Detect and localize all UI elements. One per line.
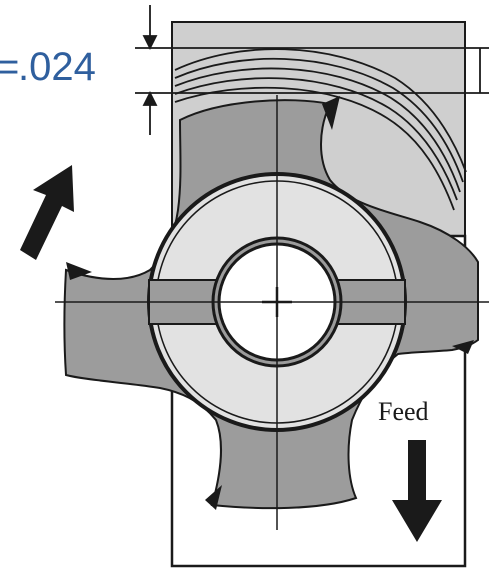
tooth-tip-top	[322, 96, 340, 130]
tooth-tip-bottom	[205, 485, 222, 510]
arrow-down-icon	[392, 440, 442, 542]
depth-dimension	[135, 5, 489, 135]
tooth-tip-right	[452, 340, 474, 354]
dimension-value: .024	[18, 45, 96, 89]
feed-label: Feed	[378, 397, 429, 426]
tooth-tip-left	[66, 262, 92, 280]
dimension-prefix: =	[0, 45, 19, 89]
chip-layers	[174, 48, 467, 211]
arrow-up-right-icon	[20, 165, 74, 260]
